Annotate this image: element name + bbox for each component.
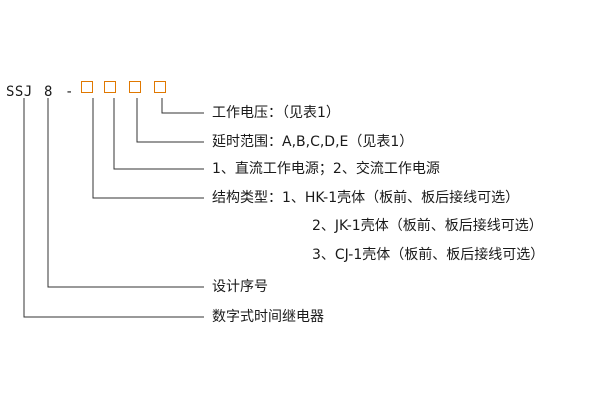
model-dash: -: [65, 84, 74, 100]
desc-structure-3: 3、CJ-1壳体（板前、板后接线可选）: [312, 247, 545, 263]
leader-line-voltage: [161, 98, 204, 114]
desc-design-no: 设计序号: [212, 279, 268, 295]
leader-line-power: [113, 98, 204, 170]
desc-power: 1、直流工作电源；2、交流工作电源: [212, 161, 440, 177]
desc-structure-2: 2、JK-1壳体（板前、板后接线可选）: [312, 218, 543, 234]
leader-line-structure: [92, 98, 204, 199]
desc-product: 数字式时间继电器: [212, 309, 324, 325]
leader-line-design-no: [47, 98, 204, 288]
model-prefix: SSJ: [6, 84, 33, 100]
desc-structure: 结构类型：1、HK-1壳体（板前、板后接线可选）: [212, 190, 520, 206]
leader-line-delay-range: [136, 98, 204, 143]
code-slot-structure: [81, 81, 93, 93]
desc-delay-range: 延时范围：A,B,C,D,E（见表1）: [212, 134, 414, 150]
code-slot-delay-range: [129, 81, 141, 93]
desc-voltage: 工作电压：（见表1）: [212, 105, 340, 121]
model-number: 8: [44, 84, 53, 100]
leader-line-product: [23, 98, 204, 318]
code-slot-voltage: [154, 81, 166, 93]
code-slot-power: [104, 81, 116, 93]
